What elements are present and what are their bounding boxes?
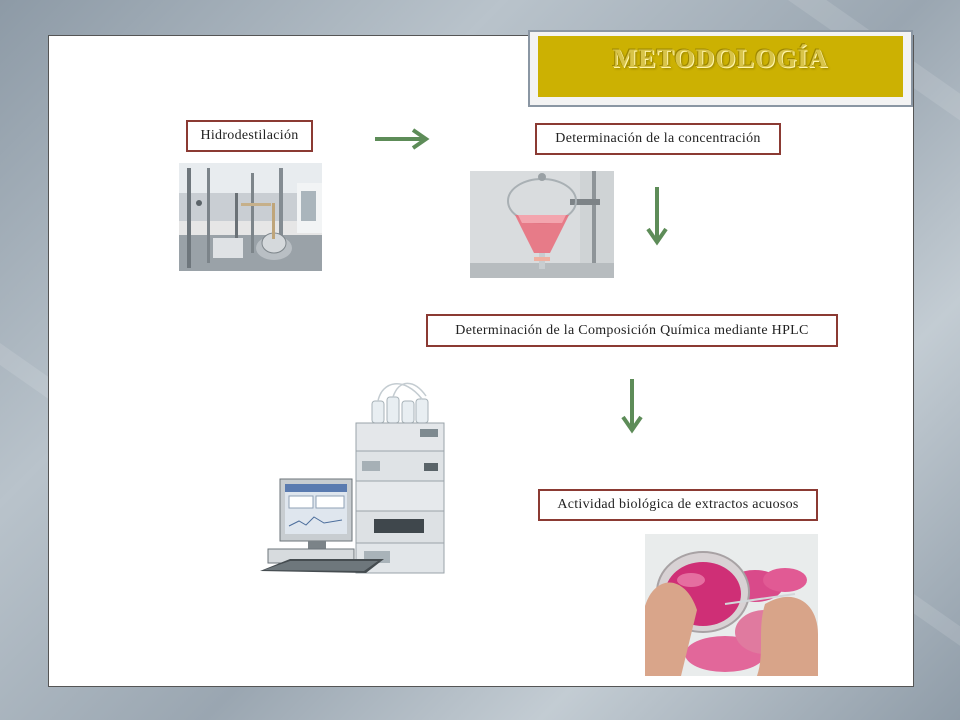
arrow-right-icon: [375, 128, 430, 150]
separatory-funnel-photo: [470, 171, 614, 278]
step-label-hydrodistillation: Hidrodestilación: [186, 120, 313, 152]
slide-title: METODOLOGÍA: [612, 44, 829, 73]
arrow-down-icon: [646, 187, 668, 246]
arrow-down-icon: [621, 379, 643, 434]
title-banner: METODOLOGÍA: [528, 30, 913, 107]
step-label-concentration: Determinación de la concentración: [535, 123, 781, 155]
step-label-hplc: Determinación de la Composición Química …: [426, 314, 838, 347]
slide-canvas: METODOLOGÍA Hidrodestilación: [48, 30, 914, 687]
hydrodistillation-lab-photo: [179, 163, 322, 271]
title-band: METODOLOGÍA: [538, 36, 903, 97]
hplc-system-image: [254, 371, 454, 581]
step-label-biological-activity: Actividad biológica de extractos acuosos: [538, 489, 818, 521]
petri-dish-photo: [645, 534, 818, 676]
